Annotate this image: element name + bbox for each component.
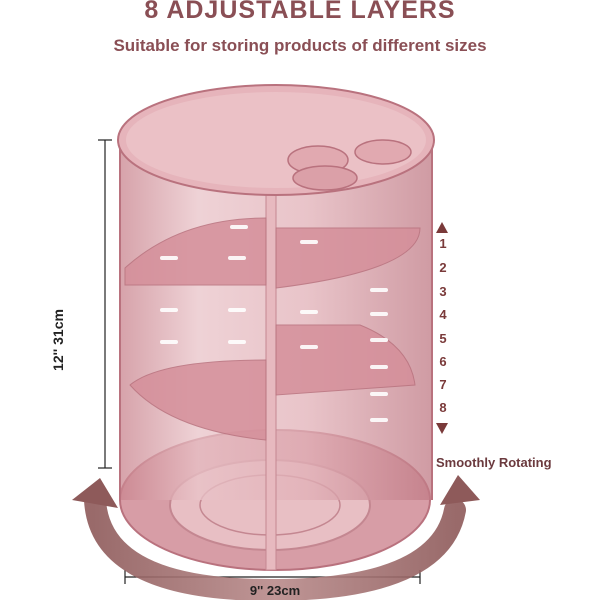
arrow-up-icon [436,222,448,233]
arrow-down-icon [436,423,448,434]
rotation-label: Smoothly Rotating [436,455,552,470]
layer-number: 4 [439,307,447,322]
layer-number: 5 [439,331,447,346]
layer-number: 8 [439,400,447,415]
layer-number: 6 [439,354,447,369]
layer-number: 1 [439,236,447,251]
height-dimension-label: 12'' 31cm [50,309,66,371]
layer-number: 2 [439,260,447,275]
page-subtitle: Suitable for storing products of differe… [113,36,487,55]
width-dimension-label: 9'' 23cm [249,583,301,598]
rotation-arrow [72,475,480,600]
layer-number: 7 [439,377,447,392]
page-title: 8 ADJUSTABLE LAYERS [144,0,456,24]
organizer-body [117,84,435,571]
height-dimension-line [98,139,112,469]
layer-number: 3 [439,284,447,299]
